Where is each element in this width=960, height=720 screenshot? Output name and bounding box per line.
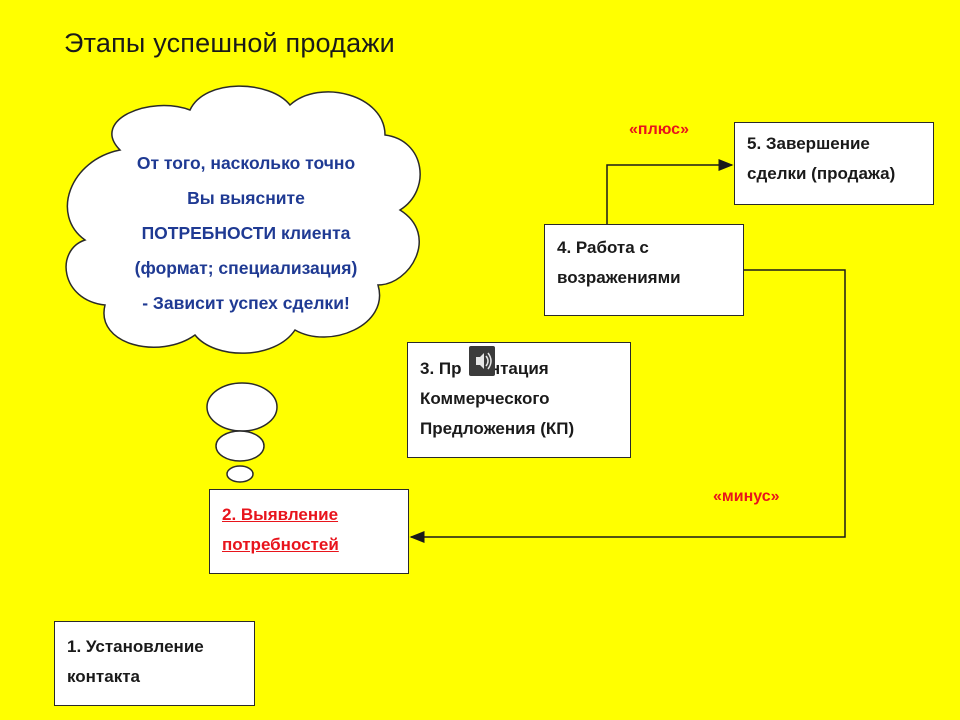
branch-label-plus: «плюс» — [629, 121, 689, 138]
cloud-bubble-large — [206, 382, 278, 432]
page-title: Этапы успешной продажи — [64, 28, 395, 58]
stage-label: 3. Пр нтация — [420, 359, 549, 378]
speaker-icon[interactable] — [469, 346, 495, 376]
arrow-minus — [409, 269, 846, 543]
cloud-line: - Зависит успех сделки! — [142, 293, 350, 313]
stage-label: Предложения (КП) — [420, 419, 575, 438]
stage-label: 4. Работа с — [557, 238, 649, 257]
stage-label: Коммерческого — [420, 389, 550, 408]
stage-box-presentation: 3. Пр нтация Коммерческого Предложения (… — [407, 342, 631, 458]
stage-box-objections: 4. Работа с возражениями — [544, 224, 744, 316]
branch-label-minus: «минус» — [713, 488, 780, 505]
stage-box-contact: 1. Установление контакта — [54, 621, 255, 706]
stage-label: 5. Завершение — [747, 134, 870, 153]
thought-cloud — [65, 85, 421, 483]
cloud-bubble-medium — [215, 430, 265, 462]
cloud-line: От того, насколько точно — [136, 153, 356, 173]
stage-label: возражениями — [557, 268, 681, 287]
cloud-line: Вы выясните — [187, 188, 305, 208]
cloud-line: ПОТРЕБНОСТИ клиента — [141, 223, 351, 243]
stage-box-closing: 5. Завершение сделки (продажа) — [734, 122, 934, 205]
cloud-bubble-small — [226, 465, 254, 483]
cloud-text: От того, насколько точно Вы выясните ПОТ… — [96, 146, 396, 321]
stage-box-needs: 2. Выявление потребностей — [209, 489, 409, 574]
cloud-line: (формат; специализация) — [134, 258, 358, 278]
stage-label: сделки (продажа) — [747, 164, 896, 183]
stage-label: потребностей — [222, 535, 339, 554]
stage-label: 2. Выявление — [222, 505, 339, 524]
arrow-plus — [606, 159, 734, 226]
stage-label: 1. Установление — [67, 637, 204, 656]
stage-label: контакта — [67, 667, 141, 686]
